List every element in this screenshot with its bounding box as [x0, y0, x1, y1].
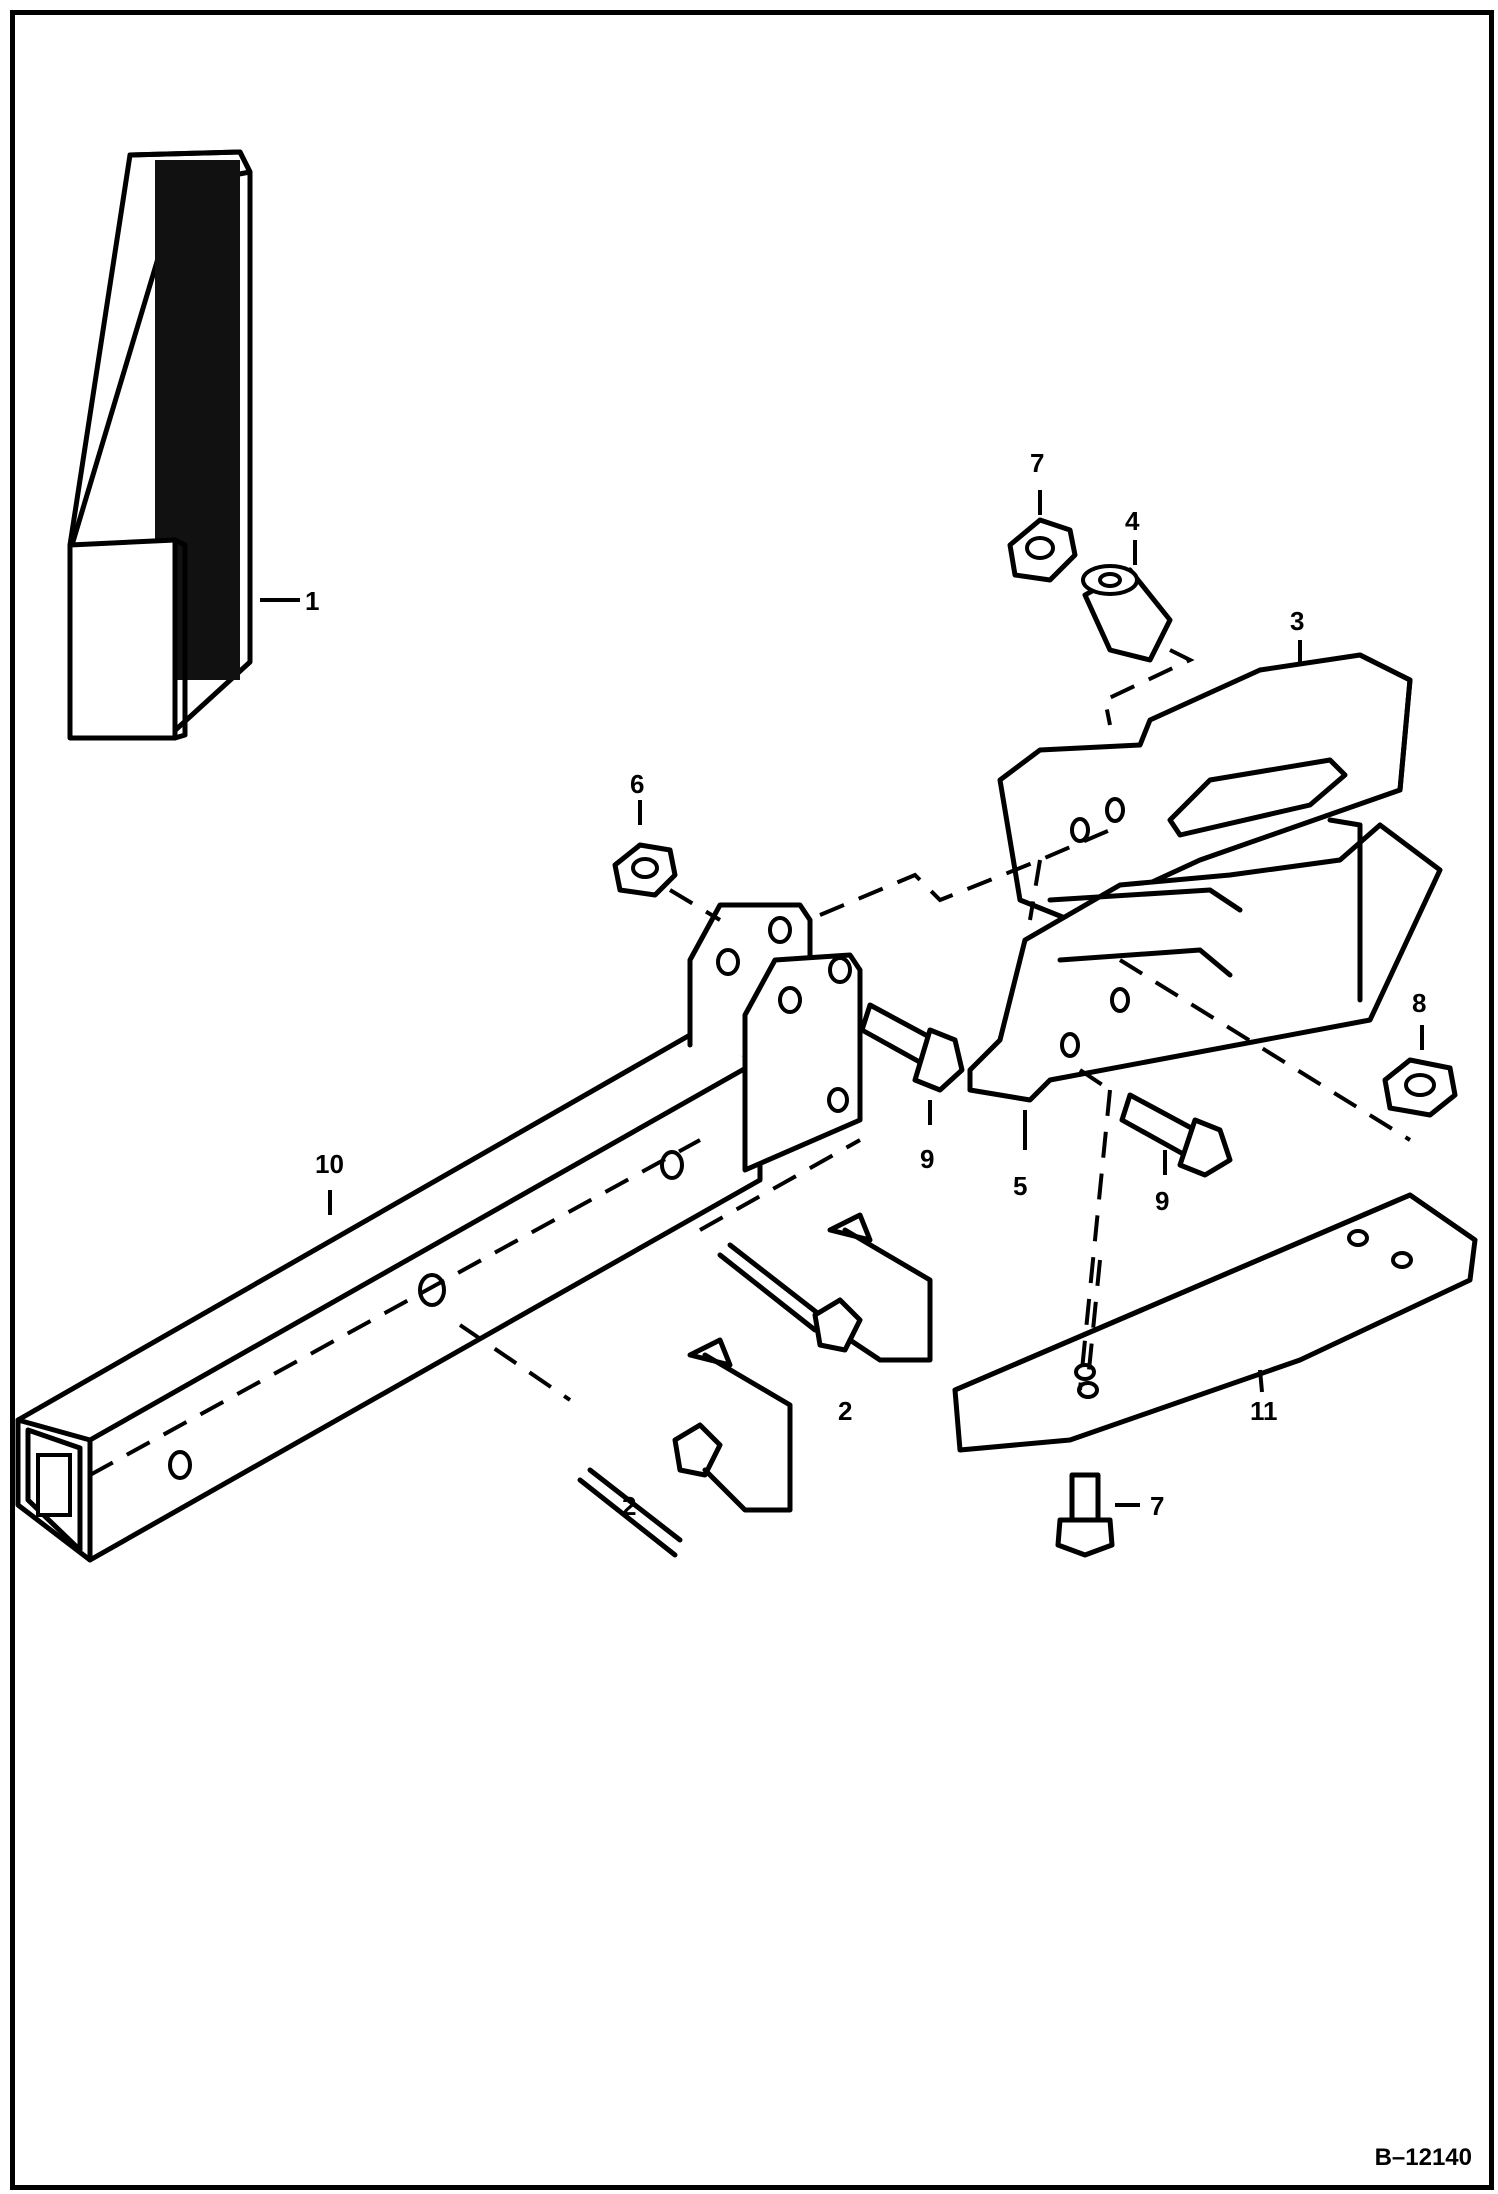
part-2-hitch-pin-lower [458, 1323, 793, 1558]
reference-code: B–12140 [1375, 2144, 1472, 2171]
drawbar-mount-plates [687, 902, 863, 1173]
part-9-bolt-right [1119, 1092, 1233, 1178]
callout-3: 3 [1290, 606, 1304, 636]
drawing-border [10, 10, 1494, 2190]
callouts: 1 2 2 3 4 5 6 7 7 8 9 9 10 11 [305, 448, 1426, 1521]
part-1-block [67, 149, 300, 741]
callout-2-lower: 2 [622, 1491, 636, 1521]
callout-2-upper: 2 [838, 1396, 852, 1426]
part-3-slotted-plate [997, 640, 1413, 923]
callout-7-upper: 7 [1030, 448, 1044, 478]
part-11-wear-strip [952, 1192, 1478, 1453]
assembly-lines [668, 648, 1412, 1391]
callout-9-left: 9 [920, 1144, 934, 1174]
part-9-bolt-left [859, 1002, 965, 1125]
callout-9-right: 9 [1155, 1186, 1169, 1216]
part-10-drawbar [15, 1032, 763, 1563]
part-5-clevis-bracket [967, 817, 1443, 1150]
callout-10: 10 [315, 1149, 344, 1179]
part-6-nut [612, 800, 678, 898]
callout-7-lower: 7 [1150, 1491, 1164, 1521]
part-7-nut-upper [1007, 490, 1078, 583]
callout-5: 5 [1013, 1171, 1027, 1201]
part-2-hitch-pin-upper [699, 1138, 933, 1363]
callout-4: 4 [1125, 506, 1140, 536]
callout-1: 1 [305, 586, 319, 616]
part-8-nut [1382, 1025, 1458, 1118]
callout-11: 11 [1250, 1396, 1278, 1426]
callout-6: 6 [630, 769, 644, 799]
part-7-bolt-lower [1055, 1472, 1140, 1558]
part-4-spacer [1081, 540, 1173, 663]
callout-8: 8 [1412, 988, 1426, 1018]
